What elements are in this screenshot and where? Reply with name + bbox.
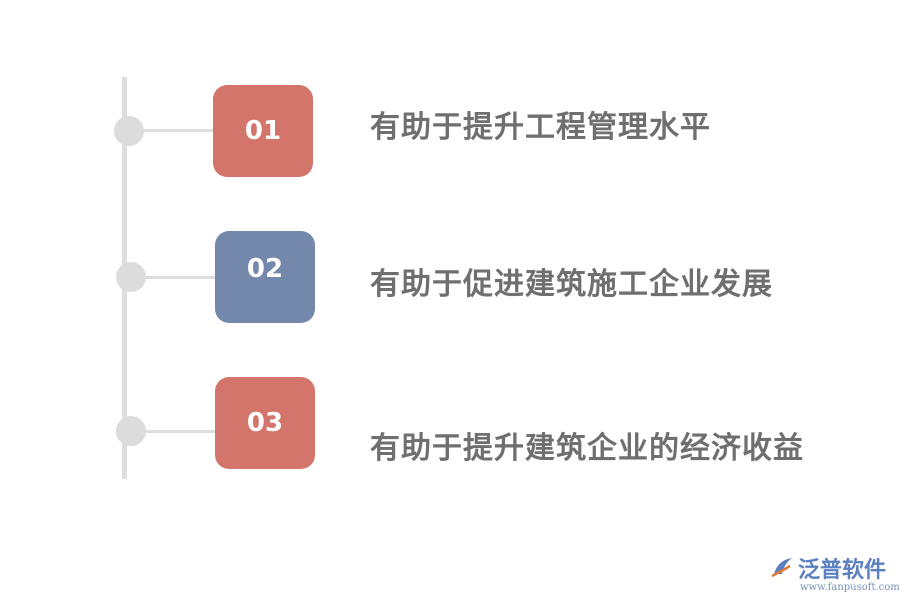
brand-logo: 泛普软件 www.fanpusoft.com — [770, 552, 900, 598]
step-text-2: 有助于促进建筑施工企业发展 — [370, 267, 773, 302]
step-number-2: 02 — [246, 254, 284, 284]
step-badge-2: 02 — [215, 231, 315, 323]
timeline-node-3 — [116, 416, 146, 446]
step-number-1: 01 — [244, 116, 282, 146]
step-text-3: 有助于提升建筑企业的经济收益 — [370, 431, 804, 466]
logo-url: www.fanpusoft.com — [800, 582, 900, 593]
fanpu-logo-icon — [771, 558, 792, 578]
step-text-1: 有助于提升工程管理水平 — [370, 110, 711, 145]
connector-1 — [144, 129, 214, 132]
step-badge-3: 03 — [215, 377, 315, 469]
timeline-node-2 — [116, 262, 146, 292]
connector-2 — [146, 276, 216, 279]
step-badge-1: 01 — [213, 85, 313, 177]
timeline-node-1 — [114, 116, 144, 146]
step-number-3: 03 — [246, 408, 284, 438]
logo-name: 泛普软件 — [798, 558, 887, 583]
connector-3 — [146, 430, 216, 433]
